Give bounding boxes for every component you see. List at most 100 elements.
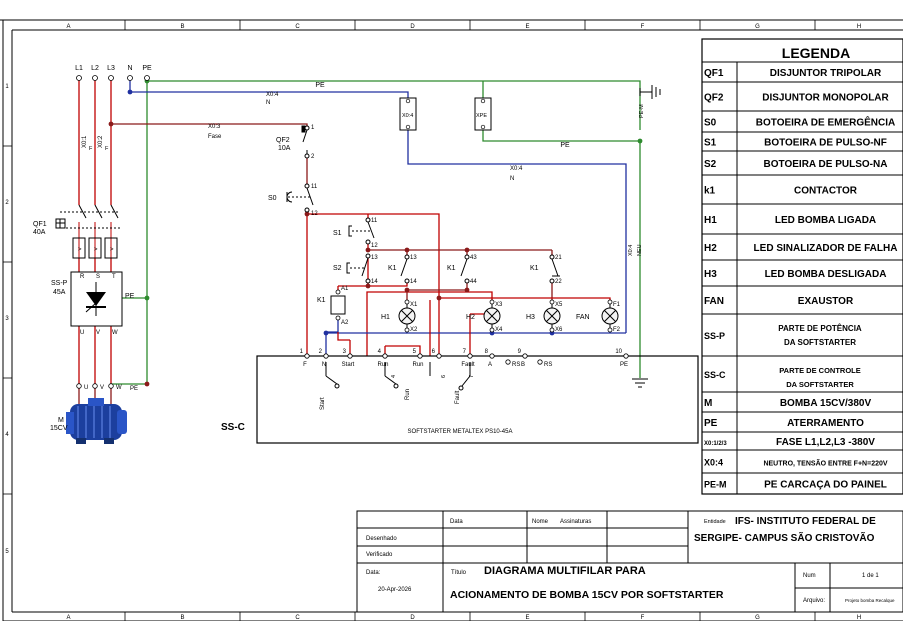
legend-desc: NEUTRO, TENSÃO ENTRE F+N=220V xyxy=(763,459,887,468)
lamp-name: H2 xyxy=(466,314,475,321)
motor-pe: PE xyxy=(130,386,138,392)
col-label-top: G xyxy=(755,24,760,30)
terminal-xpe: XPE xyxy=(474,81,492,131)
ssp-term-u: U xyxy=(80,330,84,336)
k1-contact-21-22 xyxy=(549,254,560,284)
motor-icon xyxy=(66,398,127,444)
wire-label-n-a: N xyxy=(266,100,270,106)
legend-code: FAN xyxy=(704,296,724,307)
svg-text:>: > xyxy=(78,247,82,253)
row-label: 1 xyxy=(5,84,9,90)
tb-date: 20-Apr-2026 xyxy=(378,587,412,593)
ssc-inner-start: Start xyxy=(320,397,326,410)
qf2-name: QF2 xyxy=(276,137,290,144)
ssp-name: SS-P xyxy=(51,280,68,287)
ssp-term-w: W xyxy=(112,330,118,336)
f-tag-1: F xyxy=(89,146,93,152)
tb-arquivo-label: Arquivo: xyxy=(803,598,825,604)
ssc-terminal xyxy=(323,353,329,359)
ssc-terminal-num: 6 xyxy=(432,349,436,355)
ssp-term-t: T xyxy=(112,274,116,280)
ssc-terminal xyxy=(347,353,353,359)
s1-t1: 11 xyxy=(371,218,378,224)
k1a-t1: 13 xyxy=(410,255,417,261)
legend-code: X0:1/2/3 xyxy=(704,441,727,447)
k1c-name: K1 xyxy=(530,265,539,272)
ssp-rating: 45A xyxy=(53,289,66,296)
ground-symbol-top xyxy=(639,85,661,99)
legend-desc: DISJUNTOR MONOPOLAR xyxy=(762,93,889,104)
lamp-t1: X3 xyxy=(495,302,503,308)
k1c-t2: 22 xyxy=(555,279,562,285)
f-tag-2: F xyxy=(105,146,109,152)
lamp-t1: X1 xyxy=(410,302,418,308)
col-label-bottom: D xyxy=(410,615,415,621)
svg-text:>: > xyxy=(110,247,114,253)
tb-entity-line1: IFS- INSTITUTO FEDERAL DE xyxy=(735,516,876,527)
drawing-frame xyxy=(0,19,903,621)
tb-titulo-label: Título xyxy=(451,570,467,576)
ssc-terminal-label: RS xyxy=(512,362,520,368)
ssc-terminal-num: 3 xyxy=(343,349,347,355)
terminal-pe: PE xyxy=(142,65,152,72)
ssc-terminal-rs xyxy=(505,359,511,365)
ssc-terminal-num: 2 xyxy=(319,349,323,355)
ssc-terminal xyxy=(436,353,442,359)
lamp-t1: X5 xyxy=(555,302,563,308)
ssc-terminal-label: F xyxy=(303,362,307,368)
legend-code: PE-M xyxy=(704,480,727,490)
ssc-terminal-label: Fault xyxy=(461,362,475,368)
ssc-inner-fault: Fault xyxy=(455,390,461,404)
qf2-t2: 2 xyxy=(311,154,315,160)
s2-no-button xyxy=(346,253,371,284)
lamp-t2: F2 xyxy=(613,327,621,333)
col-label-top: F xyxy=(641,24,645,30)
s1-labels: 11 12 S1 xyxy=(333,218,378,249)
wire-label-x03: X0:3 xyxy=(208,124,221,130)
lamp-name: H1 xyxy=(381,314,390,321)
wire-label-pe-top: PE xyxy=(315,82,325,89)
supply-terminal-labels: L1 L2 L3 N PE xyxy=(75,65,152,72)
legend-desc: BOTOEIRA DE PULSO-NF xyxy=(764,138,887,149)
qf2-labels: 1 2 QF2 10A xyxy=(276,125,315,160)
col-label-bottom: A xyxy=(66,615,70,621)
qf1-labels: QF1 40A xyxy=(33,221,47,236)
s1-name: S1 xyxy=(333,230,342,237)
k1-coil-name: K1 xyxy=(317,297,326,304)
k1a-name: K1 xyxy=(388,265,397,272)
terminal-l3: L3 xyxy=(107,65,115,72)
col-label-top: A xyxy=(66,24,70,30)
k1-coil: A1 A2 K1 xyxy=(317,286,349,326)
legend-code: X0:4 xyxy=(704,458,723,468)
legend-desc: LED BOMBA DESLIGADA xyxy=(765,269,887,280)
legend-code: k1 xyxy=(704,186,716,197)
x04-label: X0:4 xyxy=(402,113,413,119)
k1a-t2: 14 xyxy=(410,279,417,285)
ssc-inner-run: Run xyxy=(405,389,411,400)
legend-desc: BOTOEIRA DE EMERGÊNCIA xyxy=(756,116,895,129)
legend-code: QF1 xyxy=(704,68,724,79)
col-label-bottom: B xyxy=(180,615,184,621)
ssc-terminal xyxy=(623,353,629,359)
col-label-bottom: H xyxy=(857,615,861,621)
tb-verificado: Verificado xyxy=(366,552,393,558)
lamp-t2: X2 xyxy=(410,327,418,333)
ssc-terminal-label: Start xyxy=(342,362,355,368)
tb-entity-line2: SERGIPE- CAMPUS SÃO CRISTOVÃO xyxy=(694,531,875,544)
wire-label-x04-a: X0:4 xyxy=(266,92,279,98)
wire-label-n-b: N xyxy=(510,176,514,182)
ssc-inner-num-6: 6 xyxy=(441,375,447,378)
tb-col-nome: Nome xyxy=(532,519,549,525)
motor: U V W PE M 15CV xyxy=(50,383,138,444)
supply-terminals xyxy=(76,75,150,81)
ssc-terminal xyxy=(417,353,423,359)
lamp-name: FAN xyxy=(576,314,590,321)
col-label-top: E xyxy=(525,24,529,30)
s0-t2: 12 xyxy=(311,211,318,217)
ssp-term-s: S xyxy=(96,274,100,280)
row-label: 2 xyxy=(5,200,9,206)
